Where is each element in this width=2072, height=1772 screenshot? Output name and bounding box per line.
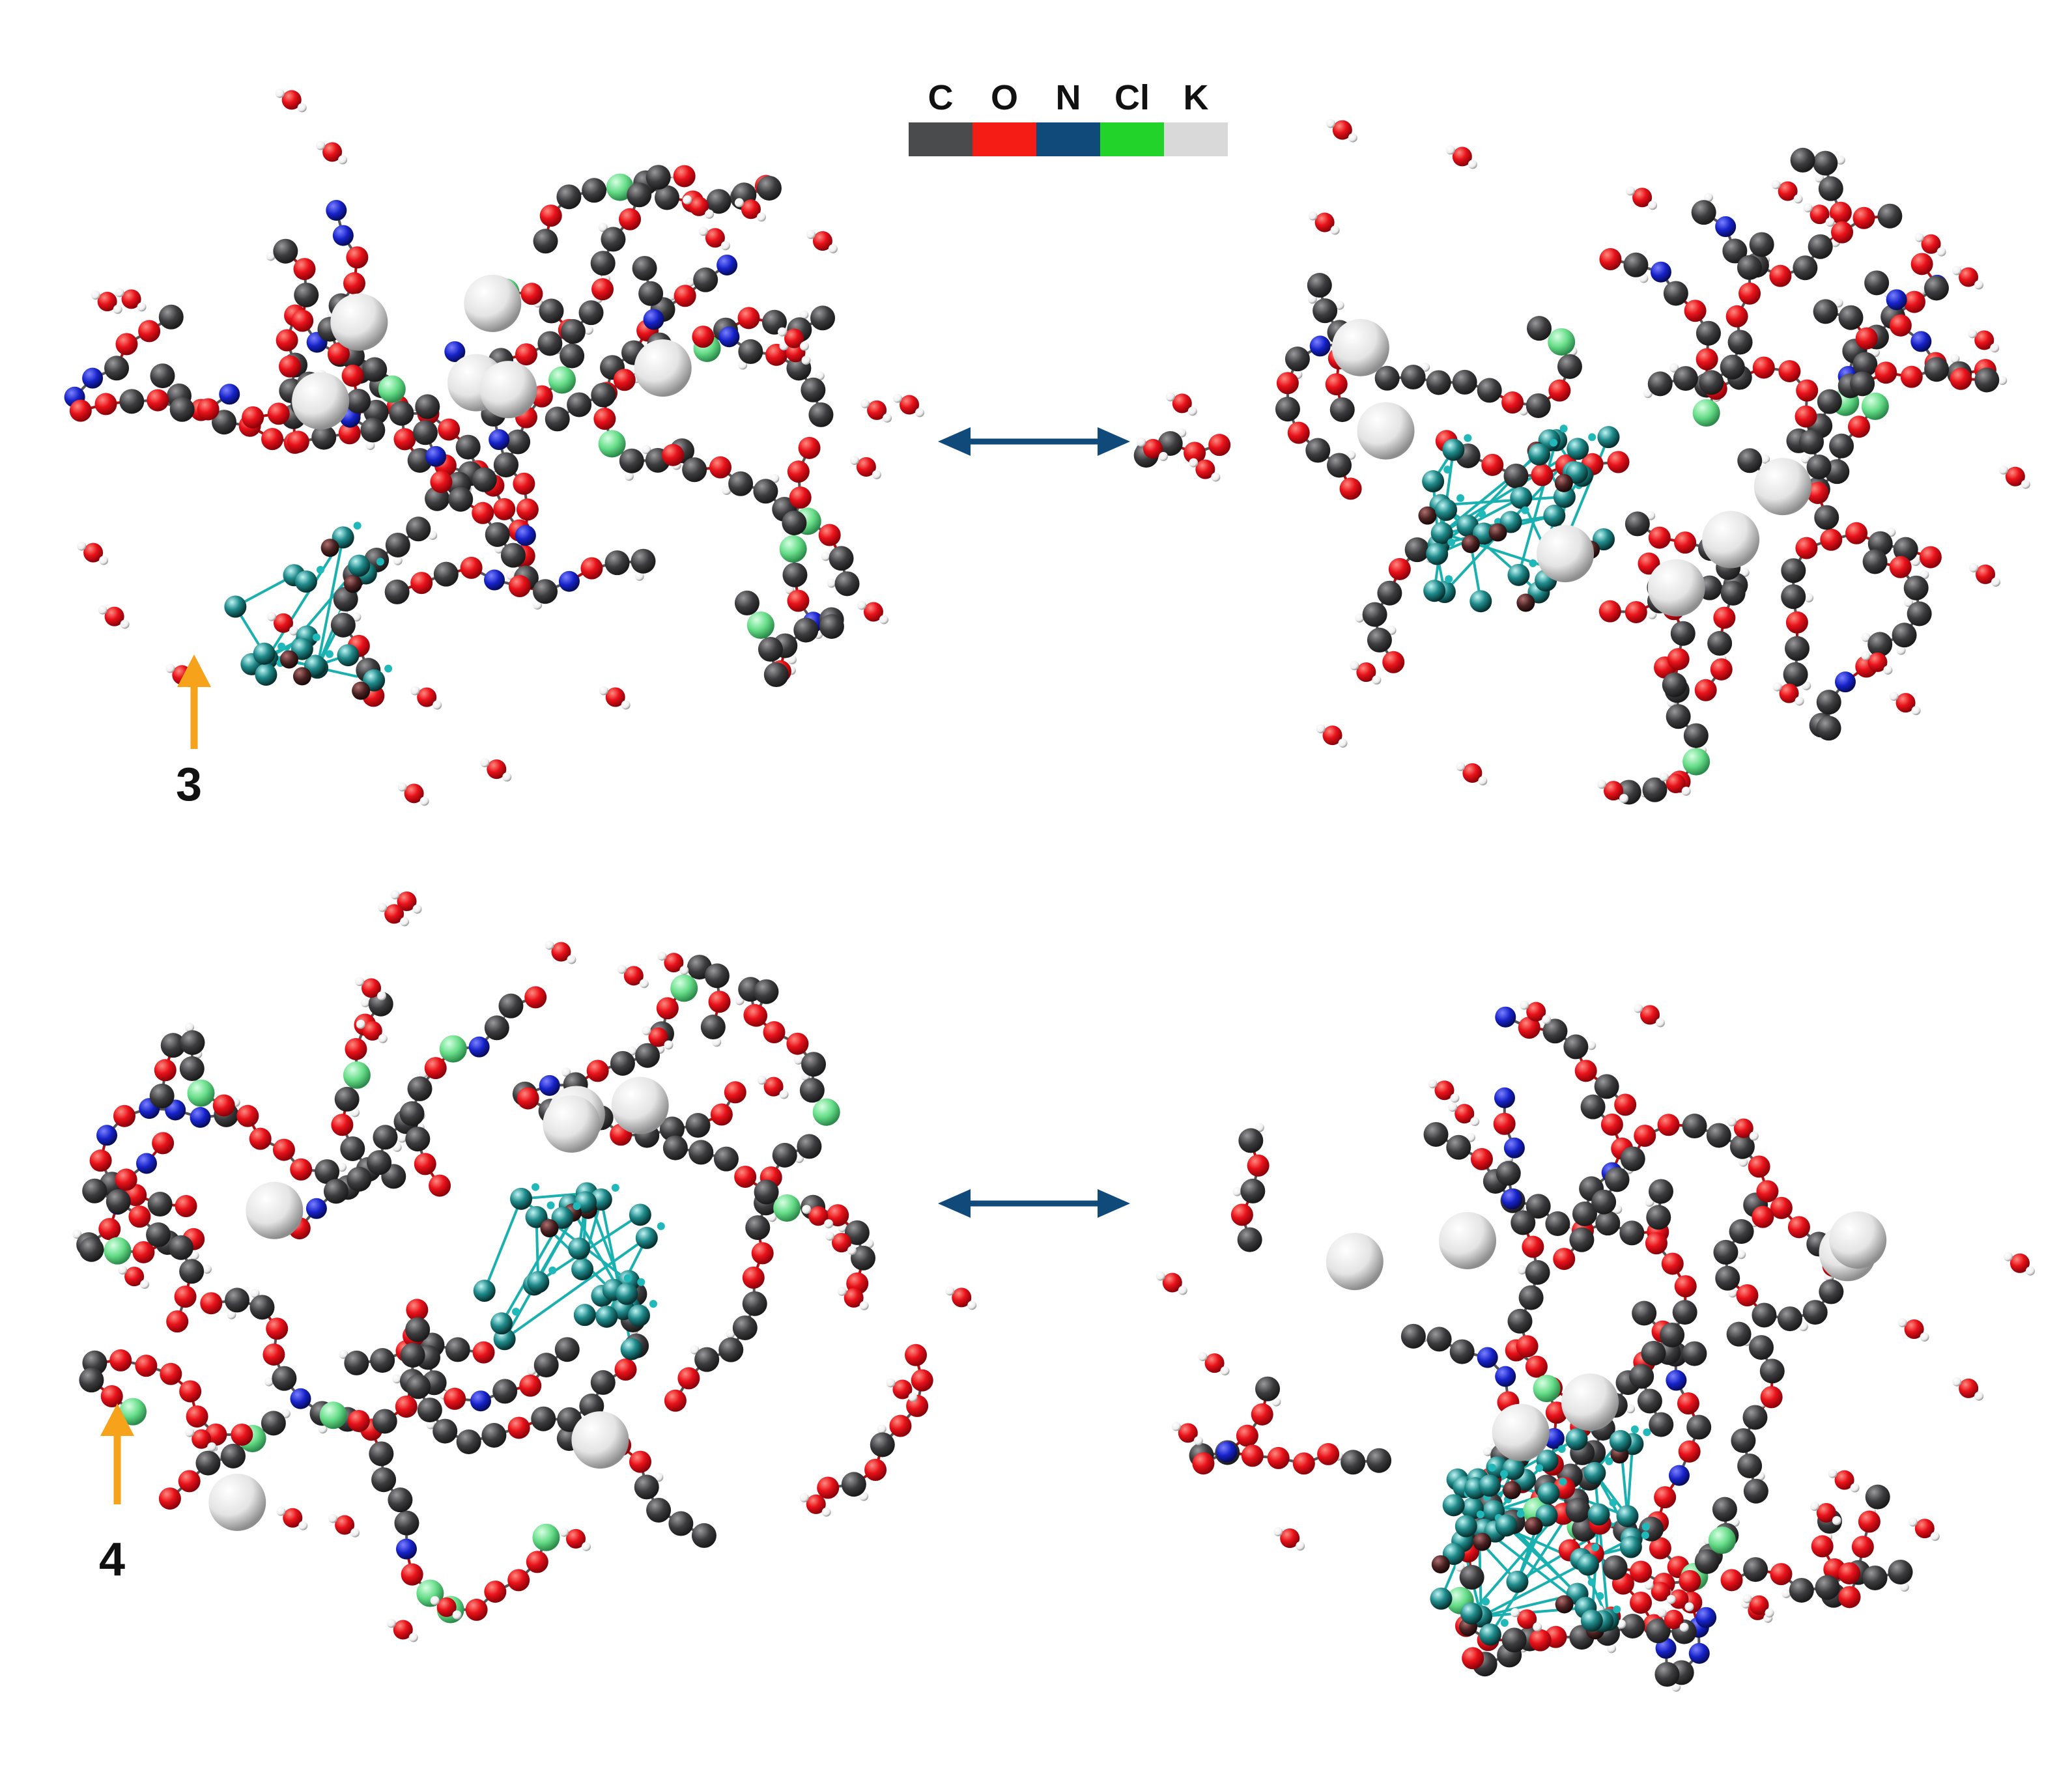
legend-swatch-cl [1100,122,1164,156]
legend-swatch-k [1164,122,1228,156]
panel-bottom-right-structure [1156,1000,2035,1692]
marker-arrow-3 [177,654,211,749]
element-color-legend: C O N Cl K [909,77,1228,156]
legend-label-cl: Cl [1114,78,1150,117]
legend-swatch-n [1036,122,1100,156]
double-arrow-top [938,427,1130,456]
legend-swatch-c [909,122,972,156]
marker-label-4: 4 [99,1534,126,1586]
panel-top-right-structure [1133,119,2030,805]
legend-label-c: C [928,78,954,117]
panel-bottom-left-structure [72,890,977,1642]
legend-label-k: K [1183,78,1209,117]
marker-label-3: 3 [176,759,203,811]
legend-swatch-o [972,122,1036,156]
panel-top-left-structure [64,89,924,806]
double-arrow-bottom [938,1189,1130,1218]
legend-label-n: N [1055,78,1081,117]
marker-arrow-4 [100,1403,134,1504]
legend-label-o: O [990,78,1018,117]
